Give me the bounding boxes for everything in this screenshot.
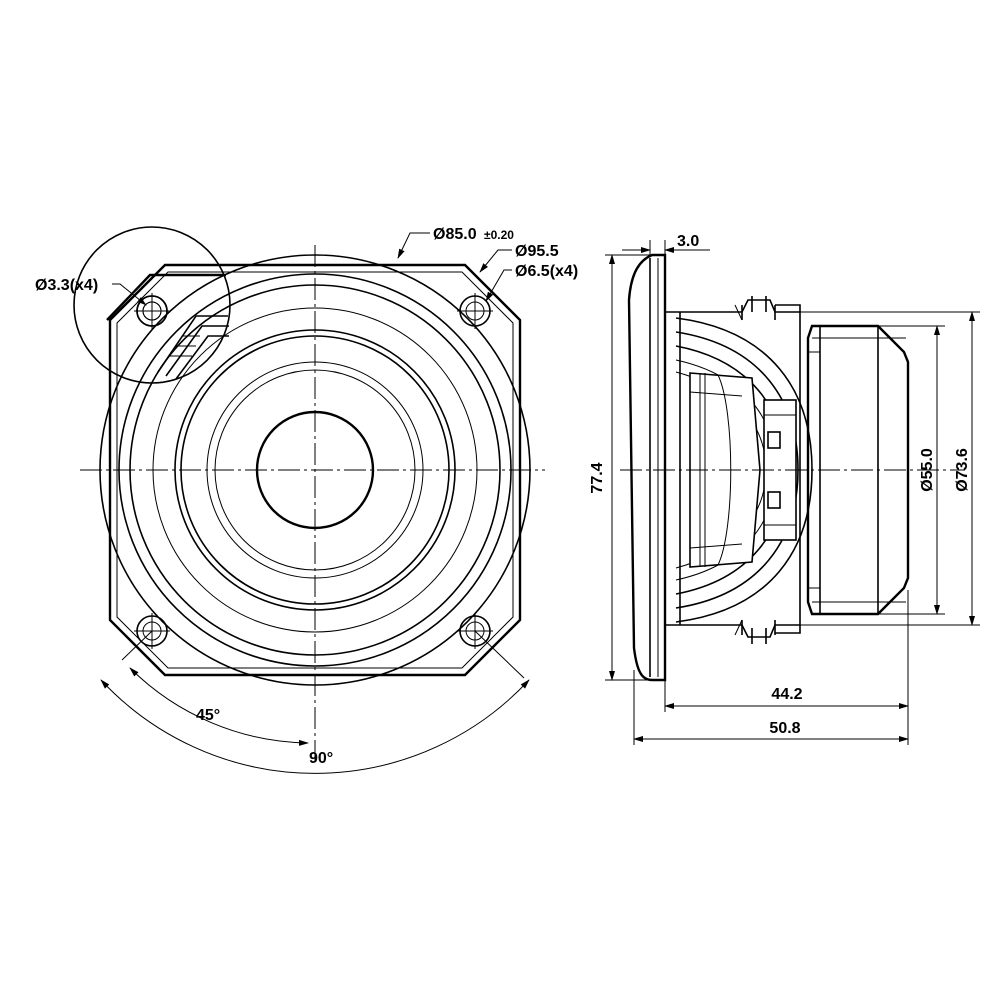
magnet-diameter-label: Ø55.0 <box>919 448 936 492</box>
flange-diameter-label: Ø95.5 <box>515 243 559 260</box>
outer-tolerance-label: ±0.20 <box>484 228 514 242</box>
angle-90-arc <box>100 679 530 774</box>
angle-45-label: 45° <box>196 707 220 724</box>
leader-slot-hole <box>485 269 512 302</box>
basket-outline <box>665 299 801 638</box>
bottom-tab <box>741 620 776 644</box>
outer-diameter-label: Ø85.0 <box>433 226 477 243</box>
front-view: Ø85.0 ±0.20 Ø95.5 Ø6.5(x4) Ø3.3(x4) 45° … <box>35 226 578 774</box>
back-diameter-label: Ø73.6 <box>954 448 971 492</box>
leader-outer-diameter <box>397 232 430 259</box>
flange-thickness-label: 3.0 <box>677 233 699 250</box>
frame-inner <box>116 271 514 669</box>
angle-45-arc <box>129 667 309 746</box>
bottom-lead <box>775 625 801 634</box>
slot-hole-label: Ø6.5(x4) <box>515 263 578 280</box>
height-label: 77.4 <box>589 462 606 493</box>
top-lead <box>775 304 801 312</box>
magnet-assembly <box>806 324 910 616</box>
frame-lip-profile <box>627 253 667 682</box>
top-tab <box>741 296 776 320</box>
side-view: 3.0 77.4 Ø55.0 Ø73.6 44.2 50.8 <box>589 233 980 745</box>
depth-body-label: 44.2 <box>771 686 802 703</box>
frame-outline <box>108 263 522 677</box>
small-hole-label: Ø3.3(x4) <box>35 277 98 294</box>
depth-total-label: 50.8 <box>769 720 800 737</box>
detail-circle <box>73 226 231 384</box>
leader-flange-diameter <box>479 249 512 273</box>
leader-small-hole <box>112 283 147 306</box>
angle-90-label: 90° <box>309 750 333 767</box>
mounting-hole-tr <box>457 293 493 329</box>
